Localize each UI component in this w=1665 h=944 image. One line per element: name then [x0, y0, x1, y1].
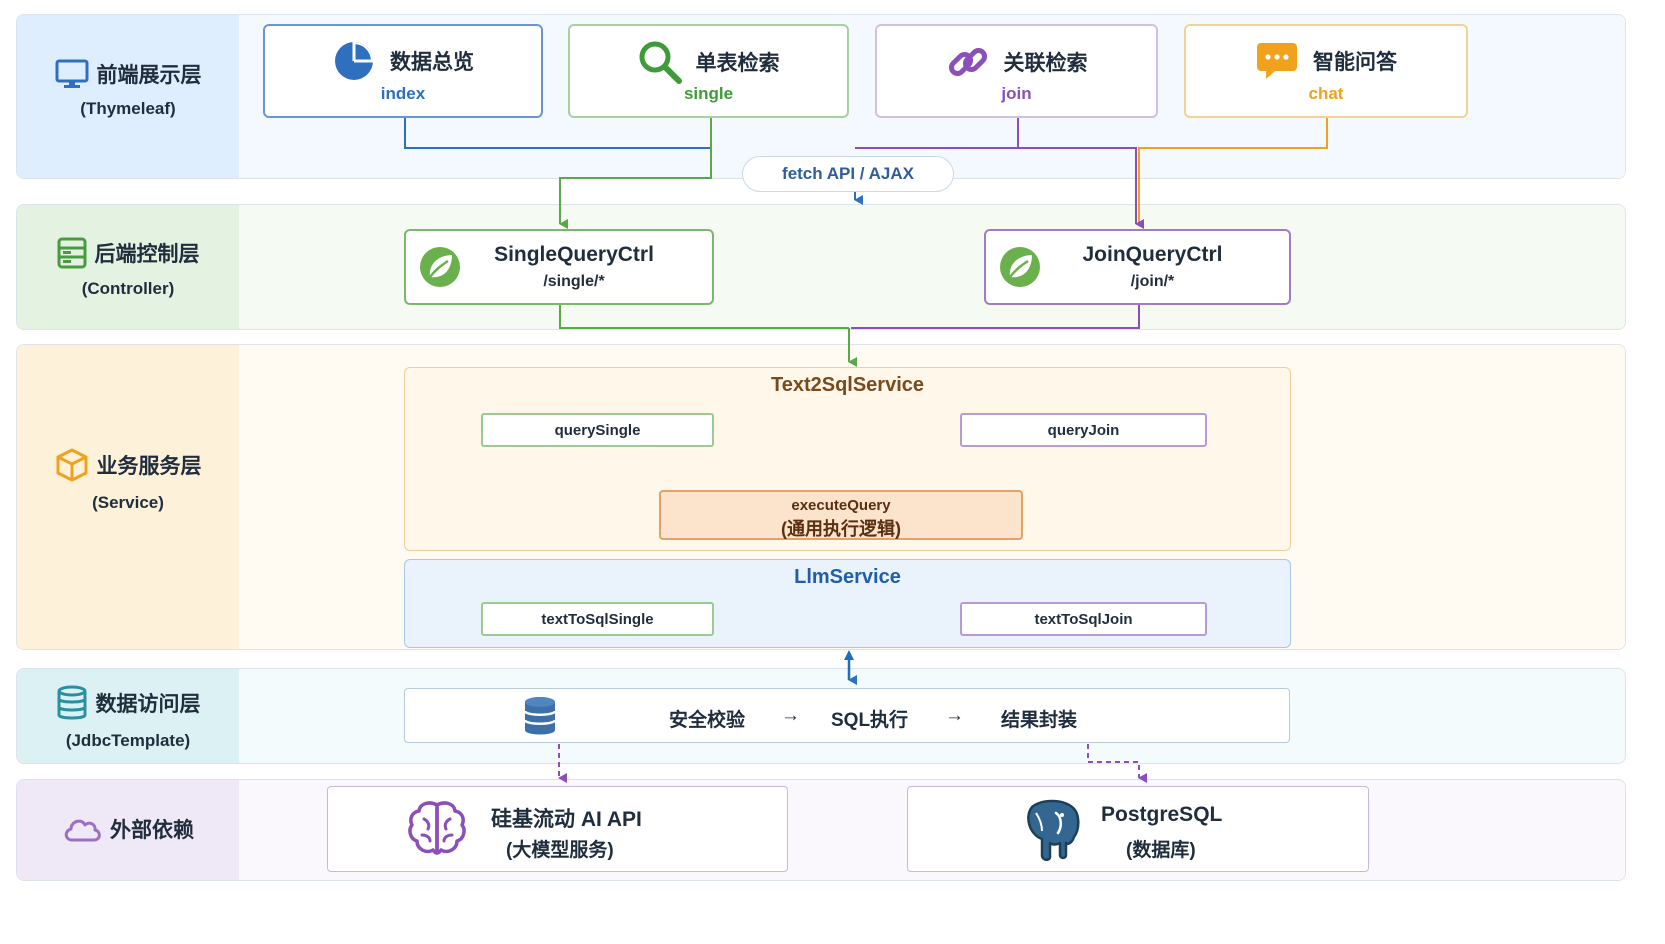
- page-card-chat[interactable]: 智能问答 chat: [1184, 24, 1468, 118]
- database-icon: [57, 685, 86, 720]
- page-route-join: join: [1001, 84, 1032, 103]
- ai-api-sub: (大模型服务): [506, 840, 614, 861]
- search-icon: [639, 41, 682, 84]
- cloud-icon: [64, 819, 101, 842]
- pie-chart-icon: [335, 42, 373, 80]
- frontend-layer-sub: (Thymeleaf): [80, 99, 176, 118]
- service-layer-label: 业务服务层 (Service): [17, 345, 239, 649]
- link-icon: [948, 47, 987, 77]
- data-access-layer-sub: (JdbcTemplate): [65, 731, 191, 750]
- service-layer-sub: (Service): [92, 493, 164, 512]
- data-access-layer-label: 数据访问层 (JdbcTemplate): [17, 669, 239, 763]
- flow-arrow-1: →: [781, 705, 800, 726]
- ai-api-card[interactable]: 硅基流动 AI API (大模型服务): [327, 786, 788, 872]
- database-icon: [523, 697, 557, 735]
- spring-leaf-icon: [1000, 247, 1040, 287]
- single-ctrl-path: /single/*: [543, 273, 605, 290]
- page-name-join: 关联检索: [1003, 52, 1088, 75]
- postgresql-sub: (数据库): [1126, 840, 1196, 861]
- join-query-ctrl[interactable]: JoinQueryCtrl /join/*: [984, 229, 1291, 305]
- page-name-single: 单表检索: [695, 52, 780, 75]
- backend-layer-sub: (Controller): [81, 279, 175, 298]
- join-ctrl-path: /join/*: [1130, 273, 1175, 290]
- server-icon: [57, 237, 86, 269]
- external-layer-label: 外部依赖: [17, 780, 239, 880]
- postgresql-card[interactable]: PostgreSQL (数据库): [907, 786, 1369, 872]
- page-route-single: single: [683, 84, 734, 103]
- page-card-index[interactable]: 数据总览 index: [263, 24, 543, 118]
- page-card-join[interactable]: 关联检索 join: [875, 24, 1158, 118]
- flow-step-sql-execute: SQL执行: [831, 710, 909, 731]
- single-ctrl-name: SingleQueryCtrl: [494, 243, 654, 266]
- frontend-layer-label: 前端展示层 (Thymeleaf): [17, 15, 239, 178]
- execute-query-box[interactable]: executeQuery (通用执行逻辑): [659, 490, 1023, 540]
- flow-step-security-check: 安全校验: [669, 710, 746, 731]
- postgresql-name: PostgreSQL: [1101, 803, 1223, 826]
- join-ctrl-name: JoinQueryCtrl: [1082, 243, 1223, 266]
- page-card-single[interactable]: 单表检索 single: [568, 24, 849, 118]
- text2sql-service-title: Text2SqlService: [770, 374, 925, 396]
- page-route-chat: chat: [1308, 84, 1344, 103]
- backend-layer-label: 后端控制层 (Controller): [17, 205, 239, 329]
- page-name-chat: 智能问答: [1313, 51, 1397, 74]
- data-access-box: 安全校验 → SQL执行 → 结果封装: [404, 688, 1290, 743]
- llm-service-title: LlmService: [794, 566, 901, 588]
- external-layer-title: 外部依赖: [110, 819, 194, 842]
- query-single-method[interactable]: querySingle: [481, 413, 714, 447]
- query-join-method[interactable]: queryJoin: [960, 413, 1207, 447]
- text-to-sql-join-method[interactable]: textToSqlJoin: [960, 602, 1207, 636]
- flow-arrow-2: →: [945, 705, 964, 726]
- backend-layer: 后端控制层 (Controller): [16, 204, 1626, 330]
- chat-icon: [1257, 43, 1297, 79]
- page-name-index: 数据总览: [390, 51, 474, 74]
- service-layer-title: 业务服务层: [96, 455, 202, 478]
- frontend-layer-title: 前端展示层: [96, 64, 202, 87]
- flow-step-result-wrap: 结果封装: [1001, 710, 1078, 731]
- monitor-icon: [55, 59, 88, 88]
- spring-leaf-icon: [420, 247, 460, 287]
- cube-icon: [56, 448, 87, 482]
- data-access-layer-title: 数据访问层: [95, 693, 201, 716]
- fetch-api-pill: fetch API / AJAX: [742, 156, 954, 192]
- external-layer: 外部依赖: [16, 779, 1626, 881]
- backend-layer-title: 后端控制层: [94, 243, 200, 266]
- execute-query-sub: (通用执行逻辑): [781, 519, 901, 539]
- execute-query-name: executeQuery: [791, 497, 891, 514]
- page-route-index: index: [380, 84, 426, 103]
- text-to-sql-single-method[interactable]: textToSqlSingle: [481, 602, 714, 636]
- brain-icon: [408, 801, 466, 855]
- ai-api-name: 硅基流动 AI API: [491, 808, 642, 831]
- postgresql-elephant-icon: [1027, 799, 1080, 861]
- single-query-ctrl[interactable]: SingleQueryCtrl /single/*: [404, 229, 714, 305]
